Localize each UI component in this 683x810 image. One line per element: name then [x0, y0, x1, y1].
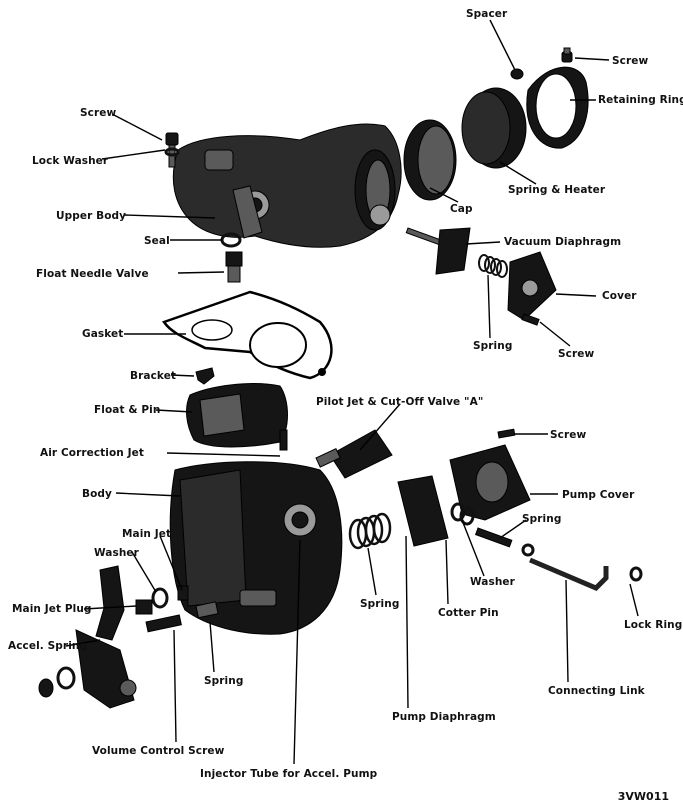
washer-part [459, 506, 475, 526]
label-screw-left: Screw [80, 107, 117, 119]
label-float-pin: Float & Pin [94, 404, 161, 416]
upper-body-part [172, 123, 402, 248]
label-spacer: Spacer [466, 8, 508, 20]
spacer-part [510, 68, 524, 80]
label-connecting-link: Connecting Link [548, 685, 645, 697]
pump-rod-spring-part [474, 527, 513, 548]
label-washer-right: Washer [470, 576, 515, 588]
label-injector-tube: Injector Tube for Accel. Pump [200, 768, 378, 780]
label-cover: Cover [602, 290, 637, 302]
label-cap: Cap [450, 203, 473, 215]
pump-spring-part [348, 512, 392, 550]
label-lock-ring: Lock Ring [624, 619, 683, 631]
label-pump-diaphragm: Pump Diaphragm [392, 711, 496, 723]
label-main-jet-plug: Main Jet Plug [12, 603, 92, 615]
leader-lines [65, 19, 639, 765]
vacuum-diaphragm-part [405, 227, 471, 275]
label-lock-washer: Lock Washer [32, 155, 109, 167]
label-screw-top: Screw [612, 55, 649, 67]
label-accel-spring: Accel. Spring [8, 640, 88, 652]
pilot-jet-part [315, 429, 393, 479]
cotter-pin-part [450, 502, 466, 522]
spring-lower-part [195, 601, 219, 619]
float-needle-valve-part [225, 251, 243, 283]
bracket-part [195, 367, 215, 385]
main-jet-plug-part [135, 599, 153, 615]
label-vacuum-diaphragm: Vacuum Diaphragm [504, 236, 622, 248]
float-part [186, 383, 288, 448]
label-main-jet: Main Jet [122, 528, 172, 540]
label-screw-cover: Screw [558, 348, 595, 360]
body-part [169, 461, 343, 635]
screw-part [164, 132, 180, 168]
cover-part [507, 251, 557, 321]
label-cotter-pin: Cotter Pin [438, 607, 499, 619]
label-bracket: Bracket [130, 370, 177, 382]
pump-diaphragm-part [397, 475, 449, 547]
retaining-ring-part [526, 66, 589, 149]
label-spring-pump: Spring [522, 513, 562, 525]
gasket-part [162, 290, 333, 380]
air-correction-jet-part [279, 429, 288, 451]
label-spring-center: Spring [360, 598, 400, 610]
label-pilot-jet: Pilot Jet & Cut-Off Valve "A" [316, 396, 484, 408]
label-washer-left: Washer [94, 547, 139, 559]
label-spring-lower: Spring [204, 675, 244, 687]
screw-pump-part [497, 428, 516, 439]
label-spring-heater: Spring & Heater [508, 184, 606, 196]
washer-left-part [151, 587, 169, 609]
label-seal: Seal [144, 235, 170, 247]
label-air-correction-jet: Air Correction Jet [40, 447, 144, 459]
vacuum-spring-part [478, 254, 508, 278]
label-spring-vacuum: Spring [473, 340, 513, 352]
label-body: Body [82, 488, 112, 500]
label-retaining-ring: Retaining Ring [598, 94, 683, 106]
label-upper-body: Upper Body [56, 210, 127, 222]
label-screw-pump: Screw [550, 429, 587, 441]
label-pump-cover: Pump Cover [562, 489, 635, 501]
cap-part [403, 119, 457, 201]
spring-heater-part [461, 87, 527, 169]
label-gasket: Gasket [82, 328, 124, 340]
main-jet-part [177, 585, 189, 601]
volume-control-screw-part [145, 614, 182, 633]
accel-linkage-part [38, 565, 137, 709]
screw-top-part [561, 47, 573, 63]
label-float-needle-valve: Float Needle Valve [36, 268, 149, 280]
label-volume-control-screw: Volume Control Screw [92, 745, 225, 757]
lock-ring-part [629, 566, 643, 582]
pump-cover-part [449, 444, 531, 521]
connecting-link-part [529, 557, 609, 591]
screw-cover-part [521, 313, 540, 326]
washer-small-part [521, 543, 535, 557]
figure-code: 3VW011 [617, 790, 669, 803]
